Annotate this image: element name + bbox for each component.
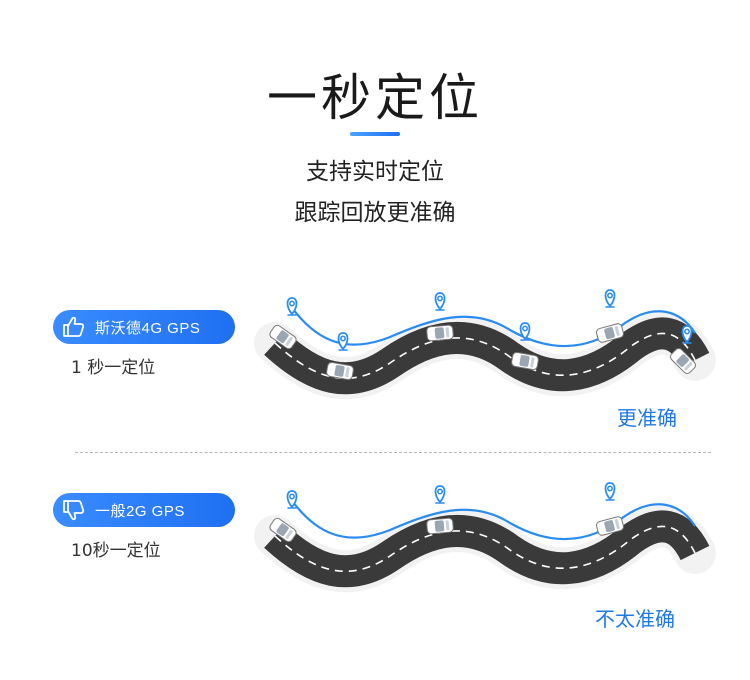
interval-caption: 10秒一定位 [71, 541, 161, 561]
badge-label: 斯沃德4G GPS [95, 319, 201, 337]
gps-track-line [289, 304, 696, 348]
lane-marking [274, 525, 696, 573]
thumbs-up-icon [53, 310, 95, 344]
section-divider [75, 452, 711, 453]
badge-label: 一般2G GPS [95, 502, 185, 520]
location-pin-icon [604, 289, 616, 308]
car-icon [596, 516, 624, 536]
location-pin-icon [434, 292, 446, 311]
car-icon [326, 361, 354, 381]
car-icon [269, 324, 297, 350]
car-icon [596, 323, 624, 343]
location-pin-icon [337, 332, 349, 351]
car-icon [511, 351, 539, 371]
location-pin-icon [286, 297, 298, 316]
subtitle-line-2: 跟踪回放更准确 [294, 200, 456, 226]
location-pin-icon [519, 322, 531, 341]
thumbs-down-icon [53, 493, 95, 527]
badge-2g-gps: 一般2G GPS [53, 493, 235, 527]
subtitle-line-1: 支持实时定位 [306, 159, 444, 185]
location-pin-icon [286, 490, 298, 509]
road-track-illustration-2 [254, 482, 716, 593]
gps-track-line [289, 497, 696, 541]
location-pin-icon [681, 325, 693, 344]
car-icon [426, 517, 454, 535]
interval-caption: 1 秒一定位 [71, 358, 156, 378]
title-underline [350, 132, 400, 136]
page-title: 一秒定位 [267, 69, 483, 127]
location-pin-icon [434, 485, 446, 504]
result-label: 不太准确 [595, 607, 675, 631]
car-icon [670, 348, 696, 374]
location-pin-icon [604, 482, 616, 501]
road-track-illustration-1 [254, 289, 716, 400]
car-icon [269, 517, 297, 543]
car-icon [426, 324, 454, 342]
badge-4g-gps: 斯沃德4G GPS [53, 310, 235, 344]
result-label: 更准确 [617, 406, 677, 430]
